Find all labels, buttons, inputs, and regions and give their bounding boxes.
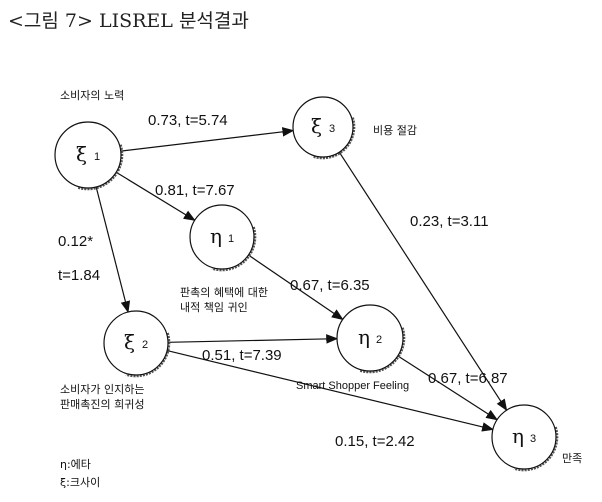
path-arrow-eta1-eta2 [248, 254, 344, 321]
latent-variable-eta1 [189, 204, 255, 270]
path-coefficient-label: 0.51, t=7.39 [202, 347, 282, 364]
node-symbol: η [358, 325, 370, 349]
latent-variable-xi1 [54, 121, 122, 189]
node-label: 판촉의 혜택에 대한 [180, 286, 268, 299]
path-coefficient-label: 0.12* [58, 233, 93, 250]
latent-variable-eta3 [491, 404, 557, 470]
node-label: 소비자의 노력 [60, 89, 124, 102]
node-subscript: 3 [329, 123, 335, 135]
path-arrow-xi1-xi3 [120, 127, 295, 152]
node-label: 소비자가 인지하는 [60, 382, 144, 396]
node-label: 판매촉진의 희귀성 [60, 398, 144, 411]
figure-title: <그림 7> LISREL 분석결과 [8, 10, 249, 32]
node-subscript: 2 [142, 339, 148, 351]
path-arrow-xi2-eta2 [167, 334, 339, 344]
node-label: 비용 절감 [373, 124, 417, 137]
node-subscript: 1 [94, 151, 100, 163]
latent-variable-eta2 [336, 304, 404, 372]
path-coefficient-label: 0.23, t=3.11 [410, 213, 489, 230]
path-coefficient-label: 0.67, t=6.87 [428, 370, 508, 387]
node-label: 내적 책임 귀인 [180, 301, 248, 314]
path-coefficient-label: t=1.84 [58, 267, 100, 284]
path-coefficient-label: 0.73, t=5.74 [148, 112, 228, 129]
path-arrow-eta2-eta3 [397, 355, 499, 421]
node-label: 만족 [562, 452, 582, 465]
path-coefficient-label: 0.67, t=6.35 [290, 277, 370, 294]
legend-item: η:에타 [60, 458, 91, 471]
node-symbol: ξ [311, 114, 322, 138]
latent-variable-xi3 [292, 96, 354, 158]
node-label: Smart Shopper Feeling [296, 380, 409, 392]
path-arrow-xi1-eta1 [115, 171, 196, 221]
path-arrow-xi3-eta3 [338, 151, 508, 412]
node-symbol: ξ [124, 330, 135, 354]
path-coefficient-label: 0.81, t=7.67 [155, 182, 235, 199]
node-symbol: ξ [76, 142, 87, 166]
node-symbol: η [512, 424, 524, 448]
node-symbol: η [210, 224, 222, 248]
path-coefficient-label: 0.15, t=2.42 [335, 433, 415, 450]
node-subscript: 1 [228, 233, 234, 245]
legend-item: ξ:크사이 [60, 476, 100, 489]
latent-variable-xi2 [103, 310, 169, 376]
path-arrow-xi1-xi2 [95, 186, 131, 314]
node-subscript: 2 [376, 334, 382, 346]
node-subscript: 3 [530, 433, 536, 445]
path-arrow-xi2-eta3 [166, 349, 495, 432]
